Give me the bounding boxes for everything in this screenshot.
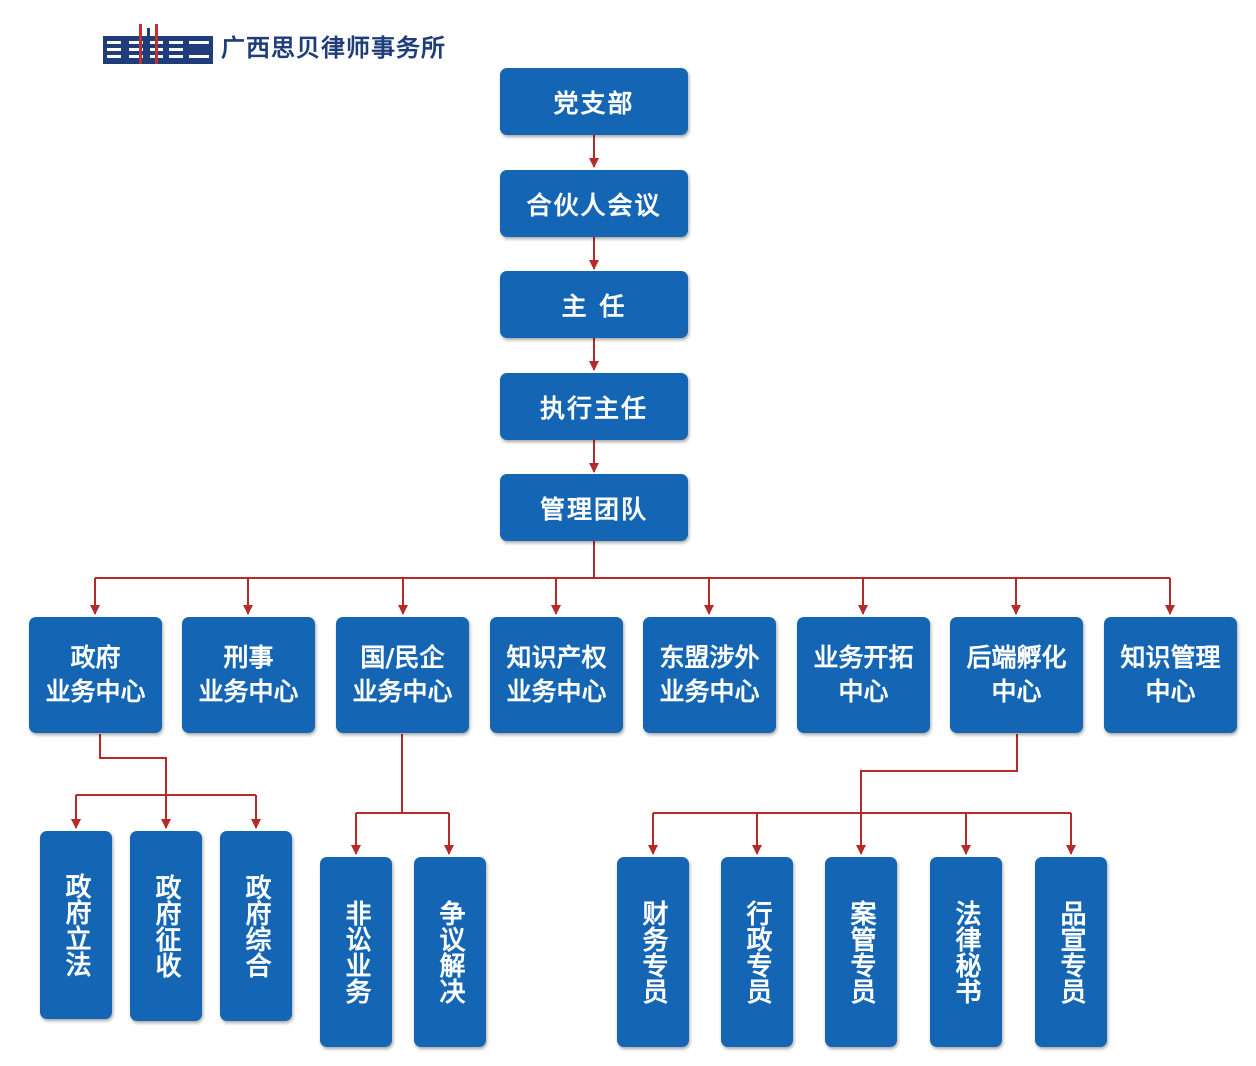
connector-gov-down bbox=[99, 734, 167, 795]
node-non-litigation: 非讼业务 bbox=[320, 857, 392, 1047]
node-gov-legislation: 政府立法 bbox=[40, 831, 112, 1019]
node-branding-specialist: 品宣专员 bbox=[1035, 857, 1107, 1047]
node-dispute-resolution: 争议解决 bbox=[414, 857, 486, 1047]
firm-logo-mark-icon bbox=[103, 24, 213, 64]
node-management-team: 管理团队 bbox=[500, 474, 688, 541]
node-knowledge-mgmt-center: 知识管理 中心 bbox=[1104, 617, 1237, 733]
node-ip-center: 知识产权 业务中心 bbox=[490, 617, 623, 733]
node-executive-director: 执行主任 bbox=[500, 373, 688, 440]
node-director: 主 任 bbox=[500, 271, 688, 338]
node-incubation-center: 后端孵化 中心 bbox=[950, 617, 1083, 733]
node-partners-meeting: 合伙人会议 bbox=[500, 170, 688, 237]
node-asean-center: 东盟涉外 业务中心 bbox=[643, 617, 776, 733]
firm-name: 广西思贝律师事务所 bbox=[221, 32, 446, 62]
node-party-branch: 党支部 bbox=[500, 68, 688, 135]
firm-logo: 广西思贝律师事务所 bbox=[103, 22, 446, 68]
node-business-dev-center: 业务开拓 中心 bbox=[797, 617, 930, 733]
node-case-mgmt-specialist: 案管专员 bbox=[825, 857, 897, 1047]
node-enterprise-center: 国/民企 业务中心 bbox=[336, 617, 469, 733]
node-government-center: 政府 业务中心 bbox=[29, 617, 162, 733]
node-admin-specialist: 行政专员 bbox=[721, 857, 793, 1047]
node-legal-secretary: 法律秘书 bbox=[930, 857, 1002, 1047]
node-finance-specialist: 财务专员 bbox=[617, 857, 689, 1047]
node-gov-expropriation: 政府征收 bbox=[130, 831, 202, 1021]
node-gov-general: 政府综合 bbox=[220, 831, 292, 1021]
connector-inc-down bbox=[860, 734, 1018, 813]
node-criminal-center: 刑事 业务中心 bbox=[182, 617, 315, 733]
